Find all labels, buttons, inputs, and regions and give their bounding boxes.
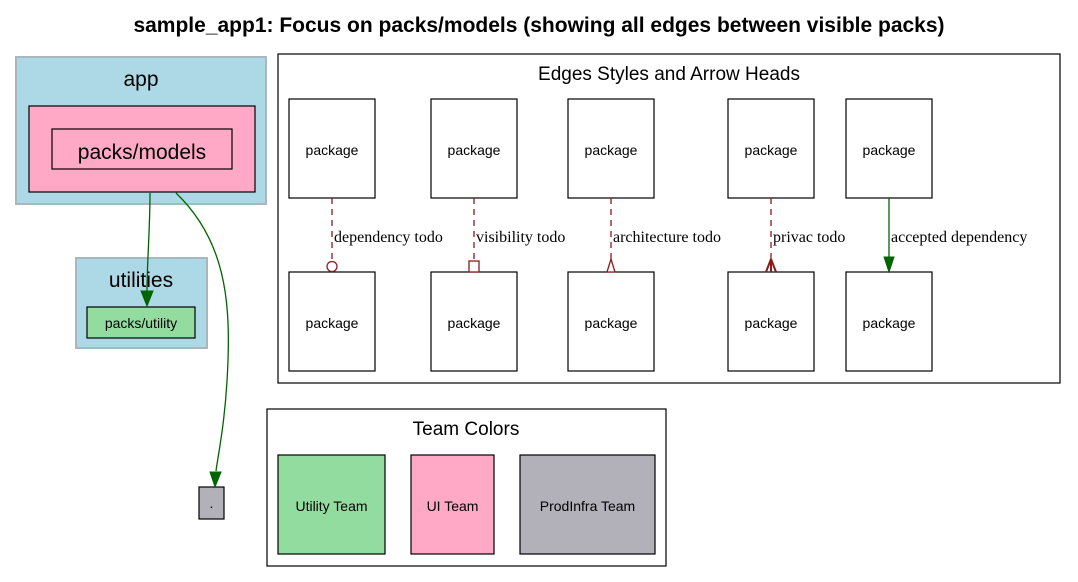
- legend-team-colors: Team Colors Utility Team UI Team ProdInfra…: [266, 408, 667, 567]
- edge-sample-1: package package dependency todo: [288, 98, 443, 372]
- edge-label: architecture todo: [613, 229, 721, 246]
- team-label: Utility Team: [295, 498, 367, 514]
- edge-sample-3: package package architecture todo: [567, 98, 721, 372]
- team-color-box: [519, 454, 656, 555]
- package-node-label: package: [585, 142, 638, 158]
- package-node-label: package: [863, 315, 916, 331]
- package-node-label: package: [448, 142, 501, 158]
- package-node[interactable]: [430, 98, 518, 199]
- edge-label: accepted dependency: [891, 229, 1027, 246]
- edge-models-to-utility: [140, 192, 154, 308]
- packs-utility-node[interactable]: [86, 306, 196, 339]
- package-node-label: package: [745, 142, 798, 158]
- package-node-label: package: [448, 315, 501, 331]
- diagram-title: sample_app1: Focus on packs/models (show…: [133, 14, 944, 37]
- edge-models-to-root: [175, 192, 229, 489]
- edge-sample-5: package package accepted dependency: [845, 98, 1027, 372]
- edge-label: privac todo: [773, 229, 845, 246]
- cluster-app-label: app: [123, 68, 158, 91]
- legend-team-colors-title: Team Colors: [413, 419, 520, 440]
- cluster-app: app packs/models: [15, 56, 267, 205]
- package-node[interactable]: [288, 98, 376, 199]
- package-node-label: package: [306, 142, 359, 158]
- root-node[interactable]: .: [198, 486, 225, 520]
- packs-utility-label: packs/utility: [105, 315, 177, 331]
- team-label: UI Team: [427, 498, 479, 514]
- team-color-box: [410, 454, 495, 555]
- team-swatch: Utility Team: [277, 454, 386, 555]
- legend-edge-styles-title: Edges Styles and Arrow Heads: [538, 64, 800, 85]
- team-swatch: UI Team: [410, 454, 495, 555]
- package-node-label: package: [585, 315, 638, 331]
- team-label: ProdInfra Team: [540, 498, 635, 514]
- package-node[interactable]: [727, 98, 815, 199]
- package-node-label: package: [863, 142, 916, 158]
- arrowhead-crow: [765, 258, 777, 273]
- package-node[interactable]: [845, 98, 933, 199]
- cluster-utilities-label: utilities: [109, 269, 173, 292]
- team-color-box: [277, 454, 386, 555]
- package-node[interactable]: [727, 271, 815, 372]
- arrowhead-obox: [468, 260, 480, 273]
- package-node[interactable]: [567, 271, 655, 372]
- cluster-utilities: utilities packs/utility: [75, 257, 208, 349]
- package-node[interactable]: [288, 271, 376, 372]
- package-node-label: package: [745, 315, 798, 331]
- legend-edge-styles: Edges Styles and Arrow Heads packagepack…: [277, 53, 1061, 384]
- edge-sample-2: package package visibility todo: [430, 98, 565, 372]
- edge-label: dependency todo: [334, 229, 443, 246]
- package-node-label: package: [306, 315, 359, 331]
- legend-team-swatches: Utility Team UI Team ProdInfra Team: [277, 454, 656, 555]
- edge-label: visibility todo: [476, 229, 565, 246]
- edge-sample-4: package package privac todo: [727, 98, 845, 372]
- root-node-label: .: [210, 495, 214, 511]
- arrowhead-odot: [326, 260, 338, 273]
- packs-models-node[interactable]: [51, 128, 233, 170]
- arrowhead-half-open: [606, 256, 616, 273]
- team-swatch: ProdInfra Team: [519, 454, 656, 555]
- arrowhead-normal: [883, 256, 895, 274]
- packs-models-label: packs/models: [78, 141, 206, 164]
- packs-models-cluster: [28, 105, 256, 193]
- package-node[interactable]: [845, 271, 933, 372]
